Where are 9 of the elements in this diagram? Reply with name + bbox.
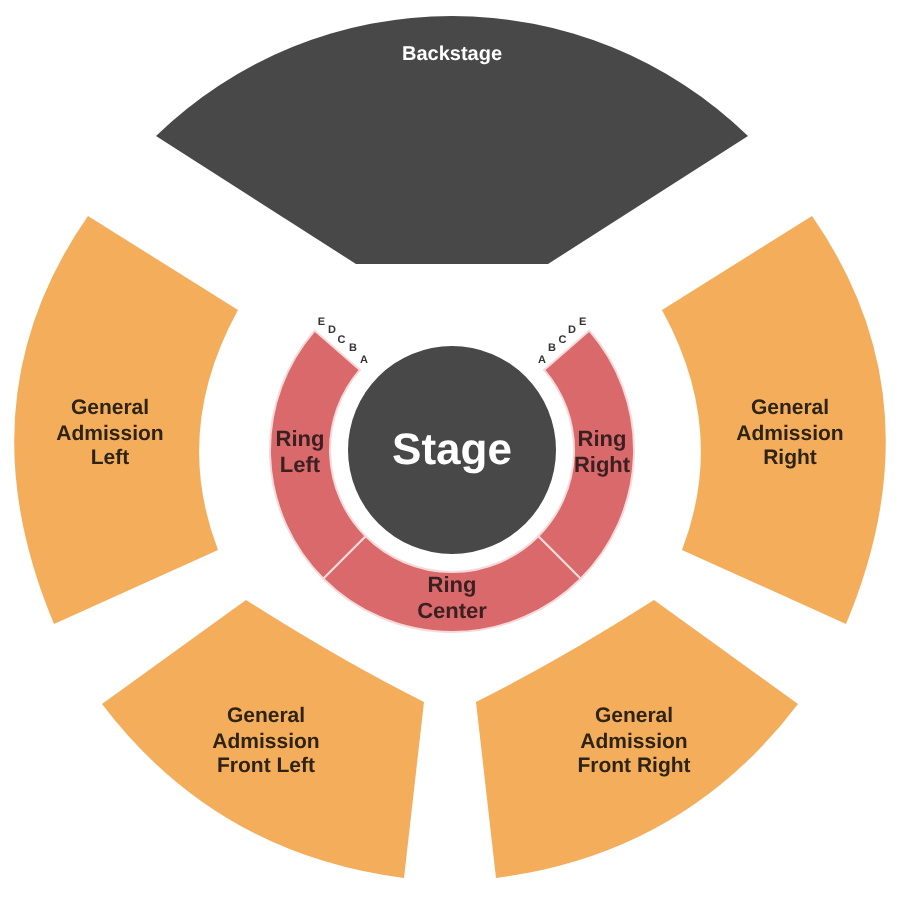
section-label: General Admission Front Left xyxy=(210,704,322,780)
stage-label: Stage xyxy=(390,423,514,477)
section-label: Backstage xyxy=(399,44,505,68)
section-label: General Admission Front Right xyxy=(575,704,693,780)
section-label: Ring Right xyxy=(571,427,633,481)
section-label: General Admission Left xyxy=(54,396,166,472)
section-label: Ring Left xyxy=(273,427,327,481)
section-label: Ring Center xyxy=(415,573,489,627)
section-label: General Admission Right xyxy=(734,396,846,472)
